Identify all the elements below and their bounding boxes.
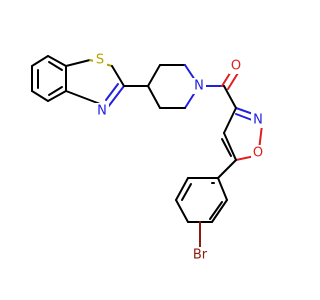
thiazole-nitrogen-label: N	[97, 104, 107, 119]
bond	[217, 177, 228, 201]
bond	[48, 61, 63, 71]
bond	[31, 55, 49, 67]
isoxazole-oxygen-label: O	[253, 146, 263, 161]
bond	[223, 132, 237, 161]
bond	[65, 59, 91, 67]
bond	[175, 177, 189, 201]
bond	[147, 85, 161, 109]
sulfur-atom-label: S	[96, 53, 104, 68]
bond	[147, 64, 161, 87]
bond	[107, 85, 125, 108]
bond	[209, 201, 223, 220]
bond	[47, 55, 67, 67]
bond	[211, 199, 228, 223]
atom-labels: S N N O N O Br	[93, 52, 265, 263]
molecule-structure: S N N O N O Br	[31, 52, 265, 263]
bond	[227, 72, 239, 90]
isoxazole-nitrogen-label: N	[253, 113, 263, 128]
piperidine-ring	[147, 64, 200, 109]
piperidine-nitrogen-label: N	[194, 79, 204, 94]
bromine-atom-label: Br	[193, 248, 208, 263]
bromophenyl-ring	[175, 177, 228, 223]
bond	[217, 159, 237, 179]
carbonyl-oxygen-label: O	[231, 59, 241, 74]
bond	[105, 83, 119, 101]
bond	[48, 86, 63, 96]
bond	[111, 65, 125, 87]
bond	[47, 90, 67, 102]
bond	[31, 90, 49, 102]
bond	[181, 183, 192, 201]
bond	[175, 199, 189, 223]
bond	[221, 138, 232, 157]
bond	[223, 85, 237, 109]
bond	[223, 107, 237, 134]
benzothiazole-benzene-ring	[31, 55, 67, 102]
bond	[235, 113, 253, 121]
structure-canvas: S N N O N O Br	[31, 52, 265, 263]
